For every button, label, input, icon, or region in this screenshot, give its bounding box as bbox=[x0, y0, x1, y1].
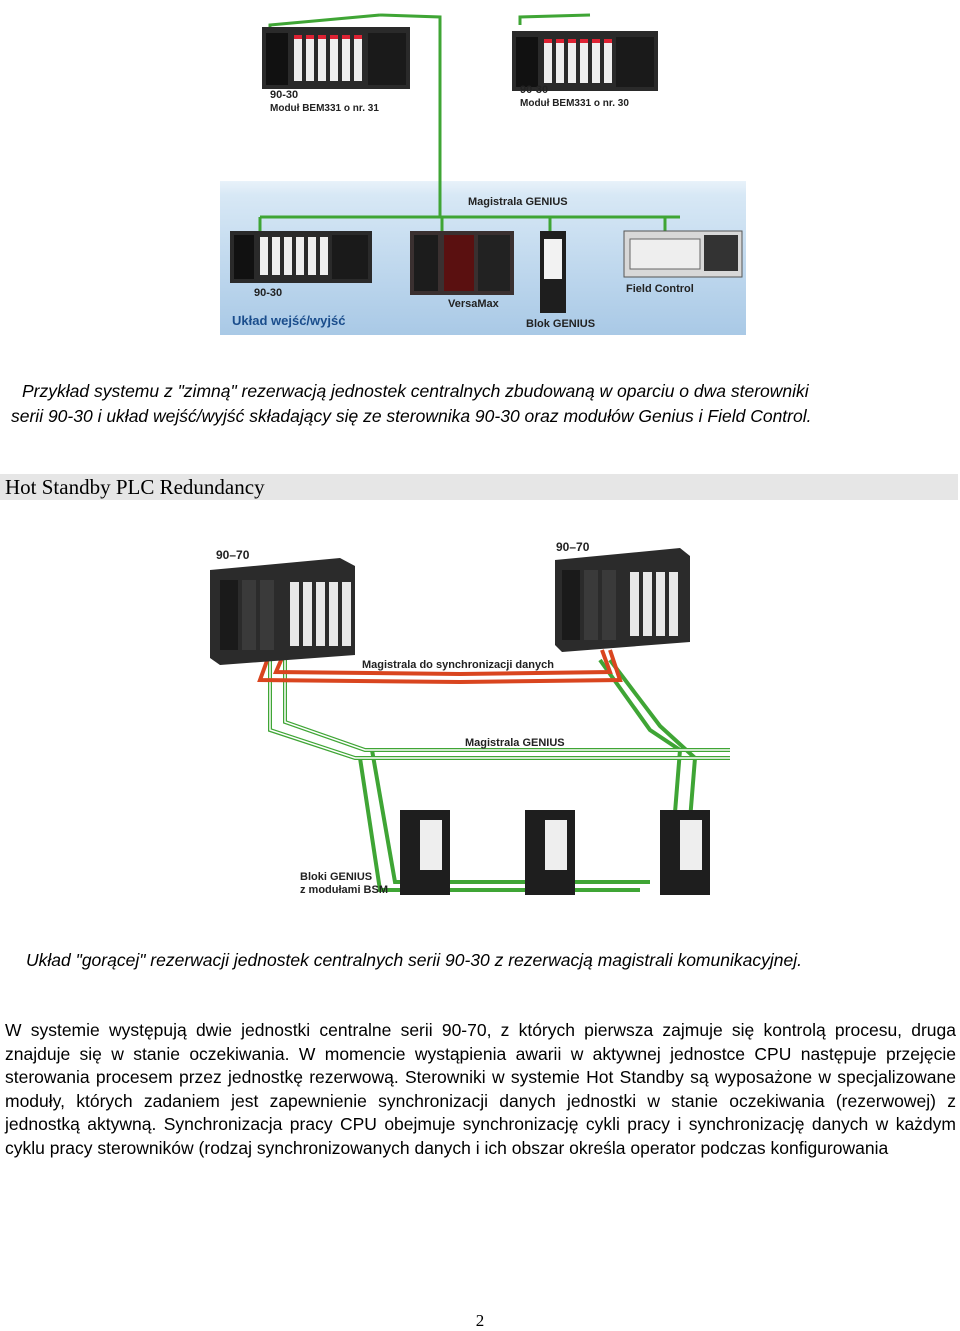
plc-right-90-70-label: 90–70 bbox=[556, 540, 590, 554]
genius-bus-label: Magistrala GENIUS bbox=[468, 196, 568, 208]
io-system-caption: Układ wejść/wyjść bbox=[232, 313, 345, 328]
versamax-device bbox=[410, 231, 514, 295]
section-heading-bar bbox=[0, 474, 958, 500]
plc-right-module-label: Moduł BEM331 o nr. 30 bbox=[520, 98, 629, 109]
figure-1-caption: Przykład systemu z "zimną" rezerwacją je… bbox=[11, 379, 952, 429]
figure-2-caption: Układ "gorącej" rezerwacji jednostek cen… bbox=[26, 950, 802, 970]
genius-blocks-label-line-2: z modułami BSM bbox=[300, 884, 388, 896]
body-paragraph: W systemie występują dwie jednostki cent… bbox=[5, 1020, 956, 1158]
plc-left-module-label: Moduł BEM331 o nr. 31 bbox=[270, 103, 379, 114]
figure-hot-standby: 90–70 90–70 Magistrala do synchronizacji… bbox=[210, 540, 730, 896]
caption-1-line-2: serii 90-30 i układ wejść/wyjść składają… bbox=[11, 406, 812, 426]
plc-90-30-left bbox=[262, 27, 410, 89]
caption-1-line-1: Przykład systemu z "zimną" rezerwacją je… bbox=[22, 381, 809, 401]
field-control-label: Field Control bbox=[626, 283, 694, 295]
genius-block-2 bbox=[525, 810, 575, 895]
genius-block-1 bbox=[400, 810, 450, 895]
plc-90-70-right bbox=[555, 548, 690, 652]
genius-block-label: Blok GENIUS bbox=[526, 318, 595, 330]
io-plc-90-30 bbox=[230, 231, 372, 283]
versamax-label: VersaMax bbox=[448, 298, 500, 310]
section-heading: Hot Standby PLC Redundancy bbox=[5, 475, 265, 499]
plc-left-90-70-label: 90–70 bbox=[216, 548, 250, 562]
genius-block-device bbox=[540, 231, 566, 313]
field-control-device bbox=[623, 230, 743, 278]
page-number: 2 bbox=[475, 1311, 485, 1330]
genius-bus-label-2: Magistrala GENIUS bbox=[465, 737, 565, 749]
genius-block-3 bbox=[660, 810, 710, 895]
plc-90-70-left bbox=[210, 558, 355, 665]
sync-bus-lines bbox=[257, 649, 623, 685]
plc-left-model-label: 90-30 bbox=[270, 89, 298, 101]
io-plc-model-label: 90-30 bbox=[254, 287, 282, 299]
figure-cold-standby: 90-30 Moduł BEM331 o nr. 31 90-30 Moduł … bbox=[220, 13, 746, 335]
genius-blocks-label-line-1: Bloki GENIUS bbox=[300, 871, 372, 883]
plc-right-model-label: 90-30 bbox=[520, 84, 548, 96]
plc-90-30-right bbox=[512, 31, 658, 91]
sync-bus-label: Magistrala do synchronizacji danych bbox=[362, 659, 554, 671]
